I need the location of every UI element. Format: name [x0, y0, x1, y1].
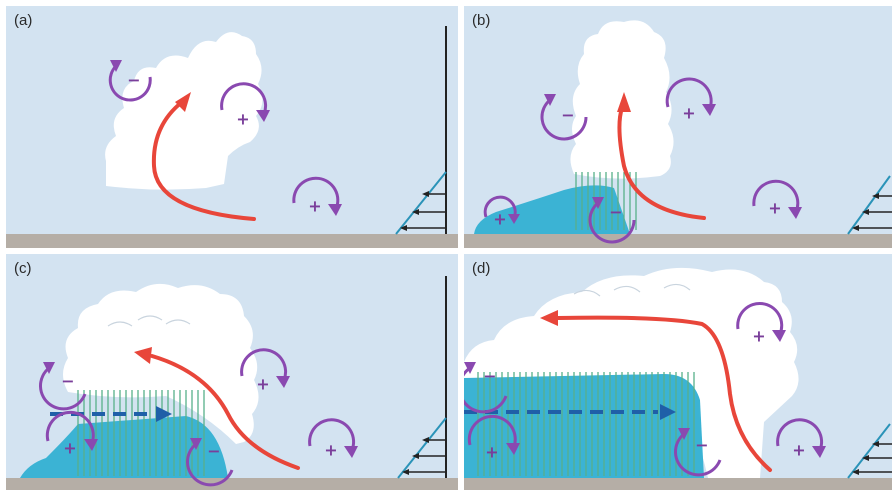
vorticity-positive-icon: + — [292, 176, 342, 216]
vorticity-positive-icon: + — [467, 414, 520, 462]
vorticity-sign: + — [236, 110, 249, 129]
vorticity-sign: − — [695, 436, 708, 455]
vorticity-sign: + — [493, 210, 506, 229]
vorticity-negative-icon: − — [186, 438, 234, 487]
panel-c: (c) — [6, 254, 458, 490]
vorticity-negative-icon: − — [674, 428, 722, 477]
vorticity-sign: − — [207, 442, 220, 461]
cold-pool-flow-arrow — [50, 406, 172, 422]
cold-pool — [20, 416, 228, 478]
panel-label: (d) — [472, 260, 491, 277]
ground — [464, 234, 892, 248]
vorticity-sign: − — [127, 71, 140, 90]
vorticity-negative-icon: − — [588, 197, 636, 244]
vorticity-sign: + — [63, 439, 76, 458]
vorticity-sign: + — [308, 197, 321, 216]
updraft-arrowhead — [175, 92, 191, 112]
updraft-arrowhead — [540, 310, 558, 326]
vorticity-negative-icon: − — [108, 60, 152, 102]
panel-d: (d) — [464, 254, 892, 490]
vorticity-positive-icon: + — [752, 179, 802, 219]
panel-label: (a) — [14, 12, 33, 29]
vorticity-sign: + — [485, 443, 498, 462]
vorticity-negative-icon: − — [540, 94, 588, 141]
wind-profile — [395, 26, 447, 235]
vorticity-sign: + — [768, 199, 781, 218]
vorticity-sign: − — [561, 106, 574, 125]
updraft-arrow — [150, 354, 300, 470]
ground — [464, 478, 892, 490]
ground — [6, 478, 458, 490]
vorticity-sign: − — [483, 367, 496, 386]
updraft-arrow — [151, 100, 256, 221]
vorticity-sign: + — [752, 327, 765, 346]
rain-shaft — [77, 390, 205, 476]
updraft-arrow — [556, 315, 772, 472]
updraft-arrowhead — [134, 347, 152, 364]
updraft-arrowhead — [617, 92, 631, 112]
panel-label: (b) — [472, 12, 491, 29]
vorticity-sign: + — [256, 375, 269, 394]
vorticity-sign: − — [61, 372, 74, 391]
cloud-detail — [573, 283, 691, 297]
vorticity-negative-icon: − — [39, 362, 87, 411]
vorticity-positive-icon: + — [240, 348, 290, 394]
wind-profile — [397, 276, 447, 479]
panel-b: (b) − — [464, 6, 892, 248]
wind-profile — [847, 175, 892, 235]
vorticity-sign: + — [682, 104, 695, 123]
panel-label: (c) — [14, 260, 32, 277]
vorticity-positive-icon: + — [483, 195, 520, 229]
vorticity-positive-icon: + — [220, 82, 270, 129]
updraft-arrow — [617, 106, 706, 220]
cold-pool — [464, 374, 704, 478]
rain-shaft — [477, 372, 695, 476]
cloud — [105, 32, 263, 190]
vorticity-sign: − — [609, 203, 622, 222]
vorticity-negative-icon: − — [464, 362, 508, 414]
vorticity-positive-icon: + — [665, 77, 716, 123]
cold-pool-flow-arrow — [464, 404, 676, 420]
vorticity-positive-icon: + — [736, 301, 786, 346]
vorticity-positive-icon: + — [308, 418, 358, 460]
ground — [6, 234, 458, 248]
vorticity-positive-icon: + — [45, 410, 98, 458]
vorticity-sign: + — [792, 441, 805, 460]
vorticity-positive-icon: + — [776, 418, 826, 460]
rain-shaft — [575, 172, 637, 230]
vorticity-sign: + — [324, 441, 337, 460]
panel-a: (a) − + + — [6, 6, 458, 248]
cloud-detail — [107, 315, 191, 327]
wind-profile — [847, 423, 892, 479]
